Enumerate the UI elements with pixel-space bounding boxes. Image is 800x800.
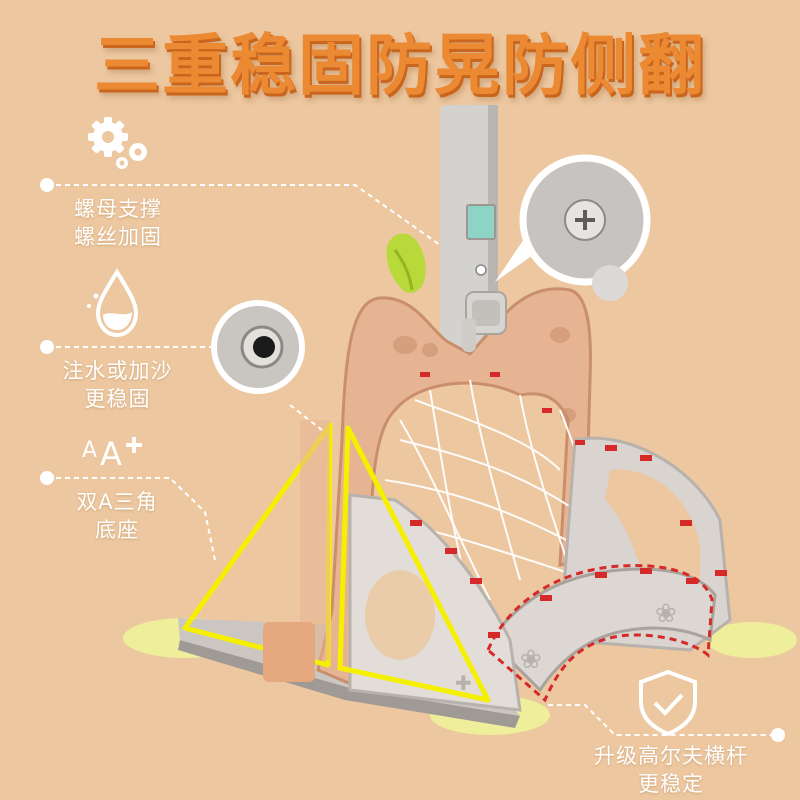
callout-dot-2 — [40, 340, 54, 354]
feature-label-2-line-2: 更稳固 — [84, 387, 151, 411]
feature-label-3-line-2: 底座 — [95, 518, 139, 542]
page-title: 三重稳固防晃防侧翻 — [94, 27, 706, 104]
feature-label-4-line-2: 更稳定 — [638, 772, 704, 796]
feature-label-4: 升级高尔夫横杆 更稳定 — [576, 742, 766, 798]
net-ties — [410, 372, 727, 638]
feature-label-4-line-1: 升级高尔夫横杆 — [594, 744, 748, 768]
feature-label-1-line-2: 螺丝加固 — [74, 225, 162, 249]
pole-window — [466, 204, 496, 240]
callout-dot-4 — [771, 728, 785, 742]
leaf-decoration — [386, 233, 426, 293]
pole-screw — [475, 264, 487, 276]
callout-lines — [47, 184, 775, 736]
svg-text:✚: ✚ — [455, 671, 472, 695]
font-size-icon: A A — [82, 435, 142, 473]
logo-mark-crossbar-left: ❀ — [520, 645, 542, 675]
feature-label-1-line-1: 螺母支撑 — [74, 197, 162, 221]
front-upright — [300, 420, 330, 660]
zoom-callout-plug — [211, 300, 305, 394]
gear-icon — [88, 117, 147, 169]
feature-label-2: 注水或加沙 更稳固 — [50, 357, 185, 413]
crossbar-highlight — [486, 564, 714, 703]
floor-glow-right — [707, 622, 797, 658]
svg-text:A: A — [100, 435, 122, 473]
callout-dot-1 — [40, 178, 54, 192]
callout-dot-3 — [40, 471, 54, 485]
feature-label-2-line-1: 注水或加沙 — [62, 359, 173, 383]
logo-mark-crossbar-right: ❀ — [655, 599, 677, 629]
feature-label-3-line-1: 双A三角 — [76, 490, 158, 514]
feature-label-1: 螺母支撑 螺丝加固 — [58, 195, 178, 251]
feature-label-3: 双A三角 底座 — [62, 488, 172, 544]
water-drop-icon — [87, 268, 139, 338]
svg-text:A: A — [82, 438, 97, 463]
zoom-callout-screw — [495, 154, 651, 301]
frame-arch — [316, 287, 592, 693]
shield-check-icon — [639, 669, 697, 737]
triangle-highlight-right — [337, 425, 491, 703]
